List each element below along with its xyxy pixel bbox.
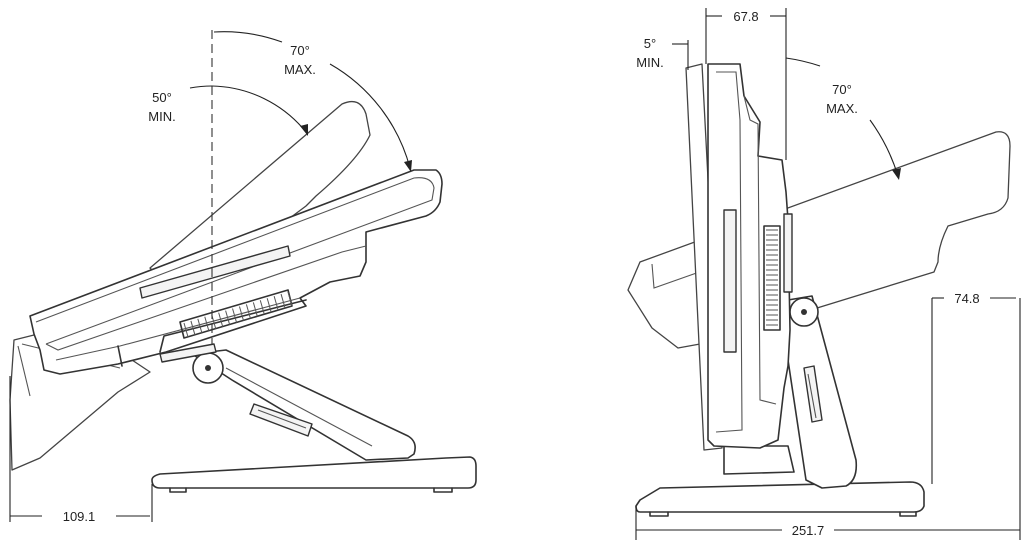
right-side-view <box>627 8 1021 540</box>
right-stand-block <box>723 445 795 475</box>
left-vent-slot <box>259 300 265 315</box>
left-offset-dimension: 109.1 <box>63 509 96 524</box>
left-arc-70-arrow <box>404 160 412 172</box>
left-angle-max-value: 70° <box>290 43 310 58</box>
left-hinge-pin <box>205 365 211 371</box>
right-arc-70-max-2 <box>869 119 899 177</box>
left-angle-max-label: MAX. <box>284 62 316 77</box>
left-monitor-back-shell <box>45 245 367 351</box>
left-stand-bracket <box>249 403 313 437</box>
left-base-foot-1 <box>169 487 187 493</box>
right-arc-70-max <box>785 57 821 67</box>
left-stand-bracket-inner <box>257 409 307 429</box>
right-base <box>635 481 925 513</box>
left-vent-slot <box>245 304 251 319</box>
left-monitor-foot-plate <box>159 343 217 363</box>
left-side-view <box>9 30 477 522</box>
left-base <box>151 456 477 489</box>
right-monitor-bezel <box>715 71 743 433</box>
right-angle-min-label: MIN. <box>636 55 663 70</box>
left-vent-slot <box>280 293 286 309</box>
left-vent-slot <box>190 320 196 336</box>
left-vent-slot <box>225 310 231 325</box>
right-angle-max-label: MAX. <box>826 101 858 116</box>
left-vent-slot <box>204 316 210 331</box>
left-vent-slot <box>183 322 189 338</box>
left-arc-70-max <box>213 31 283 43</box>
left-vent-slot <box>218 312 224 327</box>
left-monitor-bezel <box>35 177 435 345</box>
right-depth-dimension: 67.8 <box>733 9 758 24</box>
left-vent-slot <box>266 298 272 313</box>
right-ghost-monitor-max <box>627 131 1011 349</box>
right-monitor-mount <box>783 213 793 293</box>
right-stand-bracket <box>803 365 823 423</box>
left-angle-min-label: MIN. <box>148 109 175 124</box>
right-monitor-body <box>707 63 791 449</box>
left-vent-slot <box>197 318 203 334</box>
right-angle-max-value: 70° <box>832 82 852 97</box>
left-stand-arm <box>191 349 416 461</box>
right-angle-min-value: 5° <box>644 36 656 51</box>
left-angle-min-value: 50° <box>152 90 172 105</box>
right-speaker-vent <box>763 225 781 331</box>
left-vent-slot <box>238 306 244 321</box>
right-base-foot-1 <box>649 511 669 517</box>
right-monitor-back-shell <box>743 95 777 405</box>
right-arc-70-arrow <box>892 168 901 180</box>
left-vent-slot <box>287 291 293 307</box>
right-stand-bracket-inner <box>807 373 817 419</box>
right-base-width-dimension: 251.7 <box>792 523 825 538</box>
left-monitor-stand-mount <box>117 299 307 367</box>
right-hinge-pin <box>801 309 807 315</box>
left-vent-slot <box>232 308 238 323</box>
right-base-foot-2 <box>899 511 917 517</box>
left-vent-slot <box>273 295 279 311</box>
right-stand-arm <box>787 295 858 489</box>
right-monitor-side-port <box>723 209 737 353</box>
left-monitor-side-port <box>139 245 291 299</box>
right-offset-dimension: 74.8 <box>954 291 979 306</box>
left-arc-70-max-2 <box>329 63 411 169</box>
left-arc-50-arrow <box>300 124 308 136</box>
left-stand-arm-edge <box>225 367 373 447</box>
left-vent-slot <box>252 302 258 317</box>
left-arc-50-min <box>189 85 307 133</box>
left-base-foot-2 <box>433 487 453 493</box>
left-monitor-lower-edge <box>55 297 301 361</box>
